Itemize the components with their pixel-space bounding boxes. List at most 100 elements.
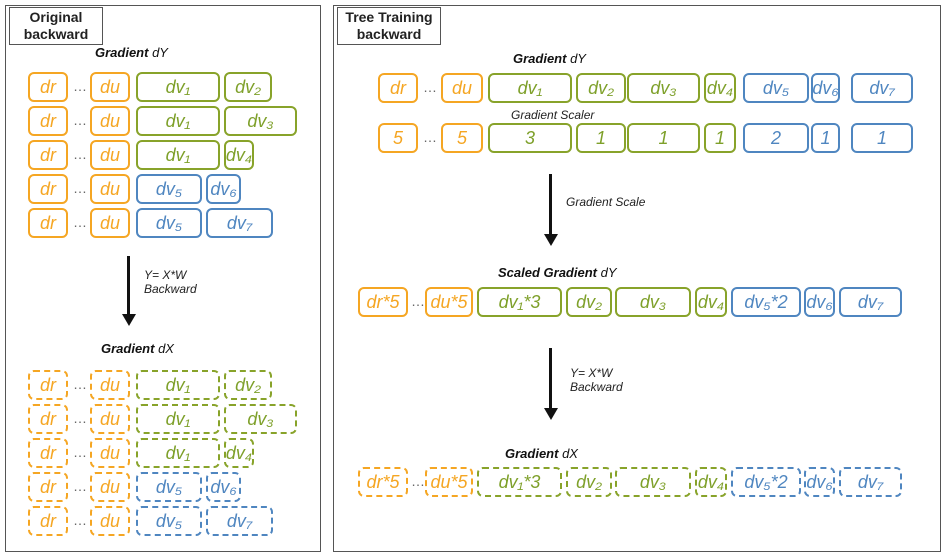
right-dy-box-6: dv₄ bbox=[704, 73, 736, 103]
left-dx-dr-box: dr bbox=[28, 370, 68, 400]
right-scaler-box-7: 2 bbox=[743, 123, 809, 153]
left-dy-dots: … bbox=[73, 146, 87, 162]
right-dx-box-6: dv₄ bbox=[695, 467, 727, 497]
left-dy-dv-box: dv₁ bbox=[136, 106, 220, 136]
left-dx-du-box: du bbox=[90, 370, 130, 400]
left-dx-dv-box: dv₁ bbox=[136, 370, 220, 400]
left-dx-du-box: du bbox=[90, 506, 130, 536]
gradient-scale-arrow bbox=[549, 174, 552, 234]
left-dx-du-box: du bbox=[90, 472, 130, 502]
right-dy-box-1: dr bbox=[378, 73, 418, 103]
tree-training-title: Tree Training backward bbox=[337, 7, 441, 45]
left-dy-dr-box: dr bbox=[28, 106, 68, 136]
right-dy-box-3: dv₁ bbox=[488, 73, 572, 103]
left-dx-dr-box: dr bbox=[28, 506, 68, 536]
left-dx-dv-box: dv₄ bbox=[224, 438, 254, 468]
left-dx-dv-box: dv₇ bbox=[206, 506, 273, 536]
left-backward-arrow bbox=[127, 256, 130, 314]
left-dy-dr-box: dr bbox=[28, 208, 68, 238]
right-dy-box-4: dv₂ bbox=[576, 73, 626, 103]
left-dx-dv-box: dv₂ bbox=[224, 370, 272, 400]
left-dx-dv-box: dv₆ bbox=[206, 472, 241, 502]
right-backward-arrow-head bbox=[544, 408, 558, 420]
left-dy-dv-box: dv₄ bbox=[224, 140, 254, 170]
right-dx-box-5: dv₃ bbox=[615, 467, 691, 497]
left-dy-dr-box: dr bbox=[28, 72, 68, 102]
left-dx-dots: … bbox=[73, 444, 87, 460]
right-scaler-box-5: 1 bbox=[627, 123, 700, 153]
left-dy-dots: … bbox=[73, 180, 87, 196]
right-input-heading: Gradient dY bbox=[513, 51, 586, 66]
right-scaled-dy-box-9: dv₇ bbox=[839, 287, 902, 317]
right-scaler-box-2: 5 bbox=[441, 123, 483, 153]
left-dx-dv-box: dv₃ bbox=[224, 404, 297, 434]
left-dy-dv-box: dv₆ bbox=[206, 174, 241, 204]
left-dy-dots: … bbox=[73, 112, 87, 128]
right-dy-dots: … bbox=[423, 79, 437, 95]
left-dx-dots: … bbox=[73, 478, 87, 494]
right-scaler-dots: … bbox=[423, 129, 437, 145]
left-dx-du-box: du bbox=[90, 438, 130, 468]
left-dy-dv-box: dv₅ bbox=[136, 208, 202, 238]
right-scaler-box-9: 1 bbox=[851, 123, 913, 153]
left-dy-dv-box: dv₁ bbox=[136, 140, 220, 170]
left-dy-du-box: du bbox=[90, 106, 130, 136]
right-scaler-box-6: 1 bbox=[704, 123, 736, 153]
right-dx-dots: … bbox=[411, 473, 425, 489]
right-scaled-dy-box-3: dv₁*3 bbox=[477, 287, 562, 317]
left-dy-dr-box: dr bbox=[28, 140, 68, 170]
right-dy-box-2: du bbox=[441, 73, 483, 103]
right-output-heading: Gradient dX bbox=[505, 446, 578, 461]
left-dx-dr-box: dr bbox=[28, 404, 68, 434]
left-dx-dv-box: dv₁ bbox=[136, 404, 220, 434]
right-dx-box-4: dv₂ bbox=[566, 467, 612, 497]
right-dx-box-1: dr*5 bbox=[358, 467, 408, 497]
left-dx-dots: … bbox=[73, 410, 87, 426]
left-dx-du-box: du bbox=[90, 404, 130, 434]
right-scaled-dy-box-1: dr*5 bbox=[358, 287, 408, 317]
gradient-scaler-label: Gradient Scaler bbox=[511, 108, 595, 122]
right-backward-arrow bbox=[549, 348, 552, 408]
right-dy-box-7: dv₅ bbox=[743, 73, 809, 103]
right-scaled-dy-box-5: dv₃ bbox=[615, 287, 691, 317]
left-dy-dots: … bbox=[73, 214, 87, 230]
left-dx-dv-box: dv₁ bbox=[136, 438, 220, 468]
title-line-2: backward bbox=[23, 26, 89, 42]
left-dy-du-box: du bbox=[90, 72, 130, 102]
right-dx-box-7: dv₅*2 bbox=[731, 467, 801, 497]
left-output-heading: Gradient dX bbox=[101, 341, 174, 356]
left-dy-du-box: du bbox=[90, 140, 130, 170]
left-dy-du-box: du bbox=[90, 174, 130, 204]
right-scaler-box-1: 5 bbox=[378, 123, 418, 153]
title-line-1: Tree Training bbox=[345, 9, 433, 25]
right-scaled-dy-box-7: dv₅*2 bbox=[731, 287, 801, 317]
left-dy-dv-box: dv₃ bbox=[224, 106, 297, 136]
title-line-1: Original bbox=[29, 9, 83, 25]
gradient-scale-label: Gradient Scale bbox=[566, 195, 646, 209]
gradient-scale-arrow-head bbox=[544, 234, 558, 246]
right-dy-box-8: dv₆ bbox=[811, 73, 840, 103]
left-dx-dr-box: dr bbox=[28, 438, 68, 468]
right-dx-box-3: dv₁*3 bbox=[477, 467, 562, 497]
right-dx-box-2: du*5 bbox=[425, 467, 473, 497]
scaled-gradient-heading: Scaled Gradient dY bbox=[498, 265, 617, 280]
right-scaler-box-8: 1 bbox=[811, 123, 840, 153]
right-scaler-box-4: 1 bbox=[576, 123, 626, 153]
left-dy-du-box: du bbox=[90, 208, 130, 238]
right-scaled-dy-box-6: dv₄ bbox=[695, 287, 727, 317]
left-backward-arrow-head bbox=[122, 314, 136, 326]
right-scaled-dy-box-4: dv₂ bbox=[566, 287, 612, 317]
left-input-heading: Gradient dY bbox=[95, 45, 168, 60]
right-scaled-dy-box-8: dv₆ bbox=[804, 287, 835, 317]
left-dy-dv-box: dv₂ bbox=[224, 72, 272, 102]
left-dx-dv-box: dv₅ bbox=[136, 472, 202, 502]
right-dy-box-5: dv₃ bbox=[627, 73, 700, 103]
left-dy-dv-box: dv₇ bbox=[206, 208, 273, 238]
left-dx-dr-box: dr bbox=[28, 472, 68, 502]
left-dy-dots: … bbox=[73, 78, 87, 94]
left-op-label: Y= X*W Backward bbox=[144, 268, 197, 296]
left-dx-dots: … bbox=[73, 376, 87, 392]
right-dy-box-9: dv₇ bbox=[851, 73, 913, 103]
right-op-label: Y= X*W Backward bbox=[570, 366, 623, 394]
left-dy-dv-box: dv₅ bbox=[136, 174, 202, 204]
